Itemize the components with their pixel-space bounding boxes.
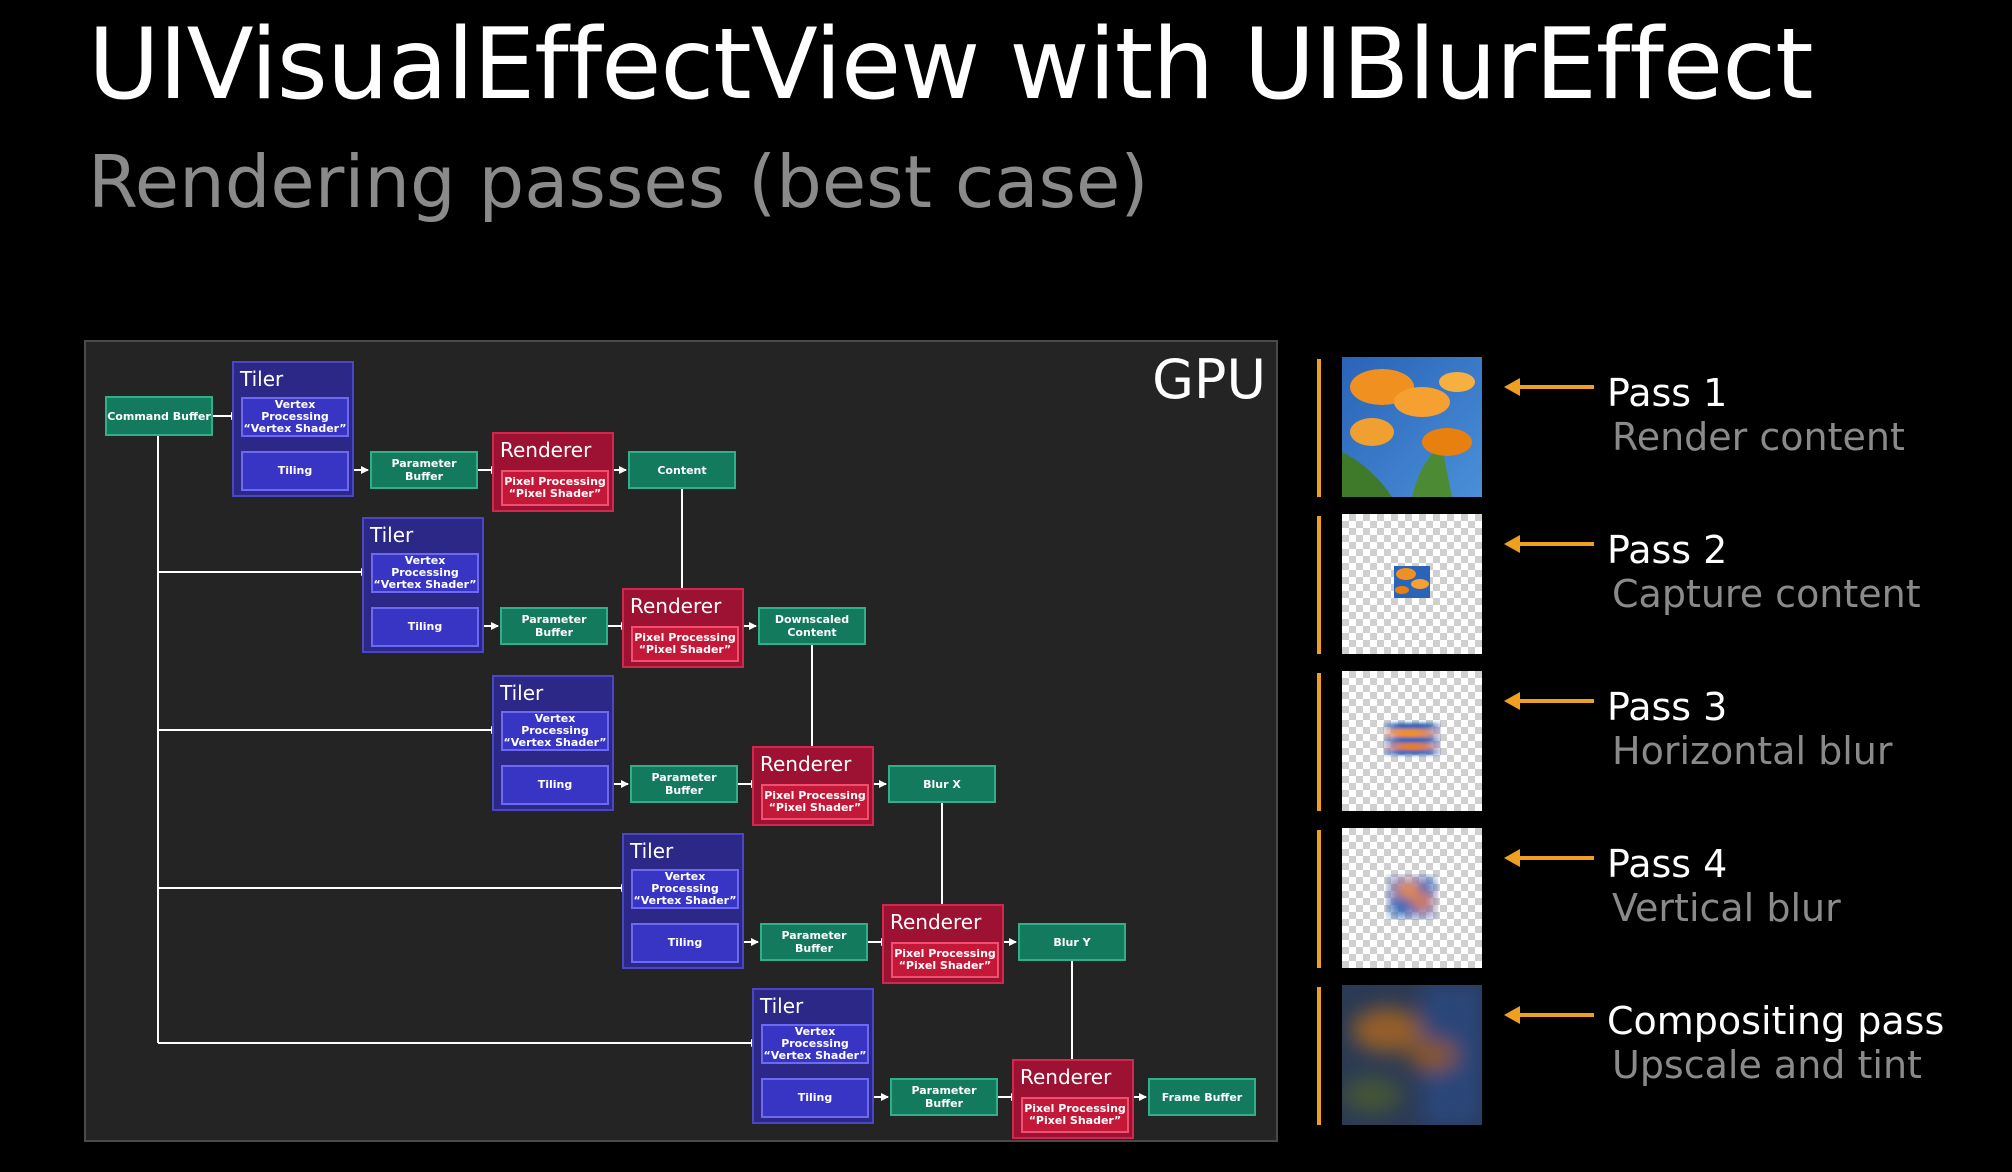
pass-subtitle: Capture content — [1612, 572, 1921, 616]
pass-pointer-arrow-icon — [1504, 1006, 1594, 1024]
pass-subtitle: Upscale and tint — [1612, 1043, 1922, 1087]
output-buffer-box: Frame Buffer — [1148, 1078, 1256, 1116]
renderer-heading: Renderer — [760, 752, 852, 776]
pass-pointer-arrow-icon — [1504, 692, 1594, 710]
command-buffer-box: Command Buffer — [105, 396, 213, 436]
tiling-box: Tiling — [501, 765, 609, 805]
vertex-processing-box: Vertex Processing “Vertex Shader” — [761, 1024, 869, 1064]
output-buffer-box: Blur X — [888, 765, 996, 803]
output-buffer-box: Content — [628, 451, 736, 489]
vertex-processing-box: Vertex Processing “Vertex Shader” — [501, 711, 609, 751]
pass-pointer-arrow-icon — [1504, 378, 1594, 396]
tiling-box: Tiling — [371, 607, 479, 647]
horizontal-blur-thumbnail — [1342, 671, 1482, 811]
slide-subtitle: Rendering passes (best case) — [88, 140, 1149, 224]
gpu-label: GPU — [1152, 348, 1266, 411]
captured-content-thumbnail — [1342, 514, 1482, 654]
slide-title: UIVisualEffectView with UIBlurEffect — [88, 8, 1814, 122]
pass-title: Pass 3 — [1607, 685, 1728, 729]
parameter-buffer-box: Parameter Buffer — [630, 765, 738, 803]
tiling-box: Tiling — [761, 1078, 869, 1118]
pass-separator — [1317, 830, 1321, 968]
pass-title: Pass 4 — [1607, 842, 1728, 886]
tiler-heading: Tiler — [500, 681, 544, 705]
rendered-content-thumbnail — [1342, 357, 1482, 497]
pass-title: Pass 1 — [1607, 371, 1728, 415]
renderer-heading: Renderer — [500, 438, 592, 462]
pass-pointer-arrow-icon — [1504, 849, 1594, 867]
pass-separator — [1317, 673, 1321, 811]
output-buffer-box: Downscaled Content — [758, 607, 866, 645]
pixel-processing-box: Pixel Processing “Pixel Shader” — [501, 470, 609, 506]
vertex-processing-box: Vertex Processing “Vertex Shader” — [631, 869, 739, 909]
parameter-buffer-box: Parameter Buffer — [500, 607, 608, 645]
pass-separator — [1317, 987, 1321, 1125]
pass-title: Compositing pass — [1607, 999, 1945, 1043]
pass-separator — [1317, 516, 1321, 654]
pass-separator — [1317, 359, 1321, 497]
parameter-buffer-box: Parameter Buffer — [760, 923, 868, 961]
tiler-heading: Tiler — [630, 839, 674, 863]
vertex-processing-box: Vertex Processing “Vertex Shader” — [241, 397, 349, 437]
parameter-buffer-box: Parameter Buffer — [370, 451, 478, 489]
pass-subtitle: Vertical blur — [1612, 886, 1841, 930]
renderer-heading: Renderer — [1020, 1065, 1112, 1089]
pass-subtitle: Horizontal blur — [1612, 729, 1893, 773]
upscaled-tinted-thumbnail — [1342, 985, 1482, 1125]
tiling-box: Tiling — [241, 451, 349, 491]
pass-title: Pass 2 — [1607, 528, 1728, 572]
output-buffer-box: Blur Y — [1018, 923, 1126, 961]
pass-pointer-arrow-icon — [1504, 535, 1594, 553]
tiler-heading: Tiler — [240, 367, 284, 391]
renderer-heading: Renderer — [890, 910, 982, 934]
pixel-processing-box: Pixel Processing “Pixel Shader” — [631, 626, 739, 662]
tiler-heading: Tiler — [760, 994, 804, 1018]
pass-subtitle: Render content — [1612, 415, 1905, 459]
tiler-heading: Tiler — [370, 523, 414, 547]
pixel-processing-box: Pixel Processing “Pixel Shader” — [1021, 1097, 1129, 1133]
vertical-blur-thumbnail — [1342, 828, 1482, 968]
tiling-box: Tiling — [631, 923, 739, 963]
renderer-heading: Renderer — [630, 594, 722, 618]
parameter-buffer-box: Parameter Buffer — [890, 1078, 998, 1116]
pixel-processing-box: Pixel Processing “Pixel Shader” — [891, 942, 999, 978]
vertex-processing-box: Vertex Processing “Vertex Shader” — [371, 553, 479, 593]
pixel-processing-box: Pixel Processing “Pixel Shader” — [761, 784, 869, 820]
